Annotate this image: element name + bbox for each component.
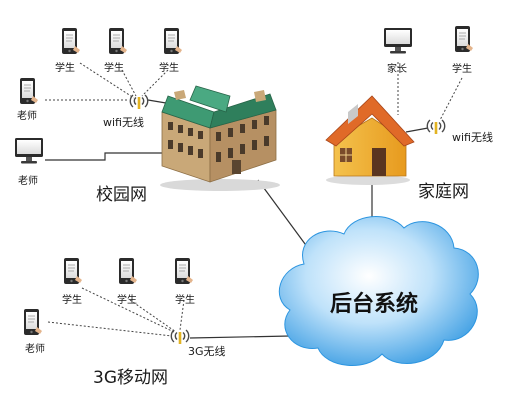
campus-wifi-icon — [129, 94, 149, 110]
backend-label: 后台系统 — [330, 292, 419, 317]
campus-link-student-2 — [121, 69, 137, 97]
student-tablet-icon — [454, 25, 474, 53]
mobile-teacher-label: 老师 — [25, 344, 45, 355]
student-tablet-icon — [61, 27, 81, 55]
student-tablet-icon — [174, 257, 194, 285]
student-tablet-icon — [63, 257, 83, 285]
campus-student-label: 学生 — [104, 63, 124, 74]
3g-signal-label: 3G无线 — [188, 345, 226, 358]
mobile-link-student-1 — [81, 287, 175, 333]
teacher-tablet-icon — [23, 308, 43, 336]
mobile-link-student-3 — [179, 299, 185, 331]
teacher-pc-to-school-link — [45, 152, 165, 161]
mobile-student-label: 学生 — [62, 295, 82, 306]
student-tablet-icon — [108, 27, 128, 55]
home-link-student — [439, 77, 463, 121]
teacher-monitor-icon — [15, 138, 43, 164]
mobile-link-student-2 — [129, 299, 177, 333]
backend-cloud-icon — [278, 216, 479, 366]
campus-link-student-1 — [79, 62, 135, 99]
home-wifi-icon — [426, 119, 446, 135]
teacher-tablet-icon — [19, 77, 39, 105]
mobile-link-teacher — [47, 321, 173, 337]
student-tablet-icon — [163, 27, 183, 55]
school-building-icon — [160, 85, 280, 191]
campus-student-label: 学生 — [55, 63, 75, 74]
home-section-label: 家庭网 — [418, 182, 469, 202]
home-parent-label: 家长 — [387, 64, 407, 75]
campus-student-label: 学生 — [159, 63, 179, 74]
mobile-student-label: 学生 — [117, 295, 137, 306]
home-wifi-link — [405, 127, 429, 133]
campus-teacher-label: 老师 — [17, 111, 37, 122]
campus-teacher-pc-label: 老师 — [18, 176, 38, 187]
home-wifi-label: wifi无线 — [452, 131, 493, 144]
campus-wifi-label: wifi无线 — [103, 116, 144, 129]
home-student-label: 学生 — [452, 64, 472, 75]
student-tablet-icon — [118, 257, 138, 285]
school-to-backend-link — [257, 179, 309, 249]
parent-monitor-icon — [384, 28, 412, 54]
3g-to-backend-link — [189, 335, 291, 339]
campus-section-label: 校园网 — [96, 185, 147, 205]
house-icon — [325, 95, 415, 185]
connection-lines — [45, 62, 463, 339]
mobile-section-label: 3G移动网 — [93, 368, 168, 388]
mobile-student-label: 学生 — [175, 295, 195, 306]
